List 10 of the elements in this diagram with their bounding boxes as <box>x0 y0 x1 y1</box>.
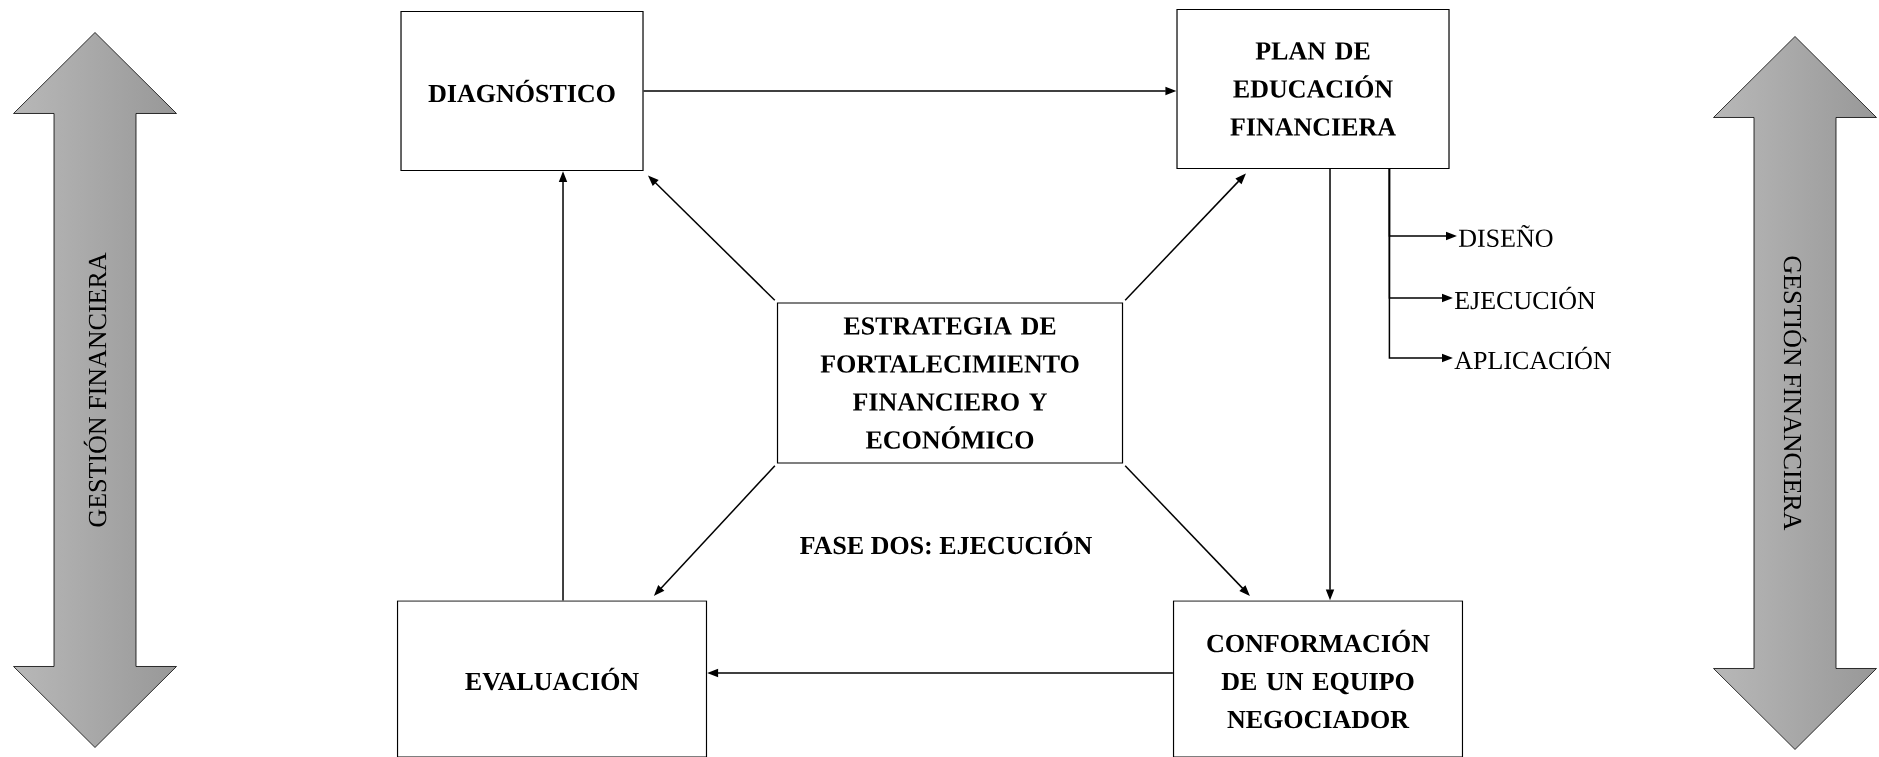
process-box: DIAGNÓSTICO <box>400 10 644 172</box>
step-text: DISEÑO <box>1458 225 1553 247</box>
process-box: EVALUACIÓN <box>396 600 708 757</box>
phase-label: FASE DOS: EJECUCIÓN <box>800 531 1092 555</box>
process-box: PLAN DE EDUCACIÓN FINANCIERA <box>1176 8 1450 170</box>
step-text: EJECUCIÓN <box>1454 286 1596 310</box>
process-box: ESTRATEGIA DE FORTALECIMIENTO FINANCIERO Y ECONÓMICO <box>776 302 1124 464</box>
process-box: CONFORMACIÓN DE UN EQUIPO NEGOCIADOR <box>1172 600 1464 757</box>
arrow <box>1124 465 1250 596</box>
step-text: APLICACIÓN <box>1454 346 1612 370</box>
